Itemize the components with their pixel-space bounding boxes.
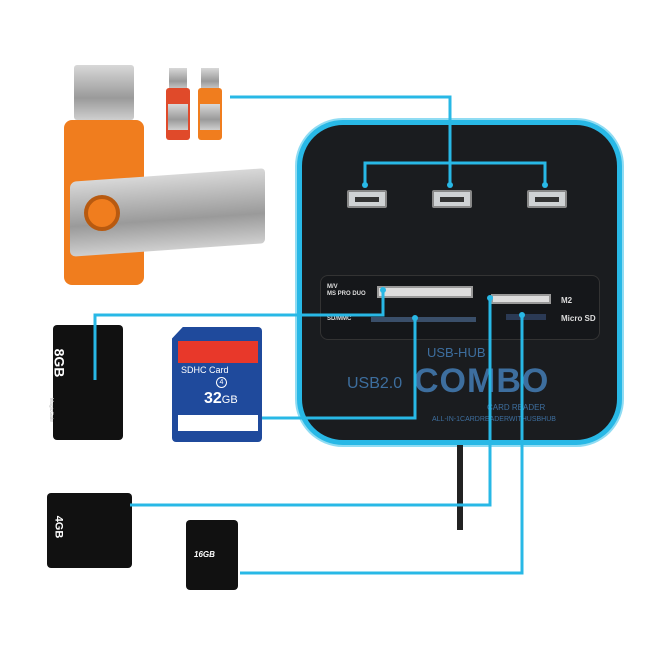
sd-type-label: SDHC Card (181, 365, 229, 375)
red-drive-cap (168, 104, 188, 130)
usb-flash-drive-red (166, 68, 190, 140)
logo-usb2: USB2.0 (347, 375, 403, 392)
sd-capacity: 32GB (204, 390, 238, 409)
m2-slot-label: M2 (561, 296, 573, 305)
sdmmc-slot-label: SD/MMC (327, 316, 352, 322)
ms-capacity: 8GB (51, 348, 68, 378)
usb-port-3[interactable] (527, 190, 567, 208)
card-slot-panel: M/V MS PRO DUO SD/MMC M2 Micro SD (320, 275, 600, 340)
usb-cable (457, 445, 463, 530)
memory-stick-8gb: 8GB MagicGate (48, 325, 123, 440)
m2-capacity: 4GB (52, 515, 65, 539)
ms-slot-label: M/V MS PRO DUO (327, 284, 366, 297)
sd-class: 4 (216, 377, 227, 388)
logo-tagline: ALL-IN-1CARDREADERWITHUSBHUB (432, 416, 556, 423)
sdmmc-slot[interactable] (371, 317, 476, 322)
m2-card-4gb: 4GB (47, 493, 132, 568)
sd-capacity-number: 32 (204, 390, 222, 407)
usb-port-2[interactable] (432, 190, 472, 208)
m2-slot[interactable] (491, 294, 551, 304)
sd-white-label (178, 415, 258, 431)
microsd-card-16gb: 16GB (186, 520, 238, 590)
microsd-capacity: 16GB (194, 550, 215, 559)
sd-red-label (178, 341, 258, 363)
orange-drive-plug (201, 68, 219, 90)
logo-card-reader: CARD READER (487, 403, 546, 412)
red-drive-plug (169, 68, 187, 90)
sd-capacity-unit: GB (221, 394, 238, 406)
logo-usb-hub: USB-HUB (427, 345, 486, 360)
usb-port-1[interactable] (347, 190, 387, 208)
microsd-slot[interactable] (506, 314, 546, 320)
sdhc-card-32gb: SDHC Card 4 32GB (172, 327, 262, 442)
logo-combo: COMBO (414, 362, 550, 400)
ms-slot[interactable] (377, 286, 473, 298)
usb-hub-card-reader: M/V MS PRO DUO SD/MMC M2 Micro SD USB-HU… (297, 120, 622, 445)
flash-pivot (84, 195, 120, 231)
orange-drive-cap (200, 104, 220, 130)
usb-plug (74, 65, 134, 120)
usb-flash-drive-small-orange (198, 68, 222, 140)
usb-flash-drive-large (62, 65, 272, 285)
ms-brand: MagicGate (48, 397, 55, 423)
microsd-slot-label: Micro SD (561, 314, 596, 323)
